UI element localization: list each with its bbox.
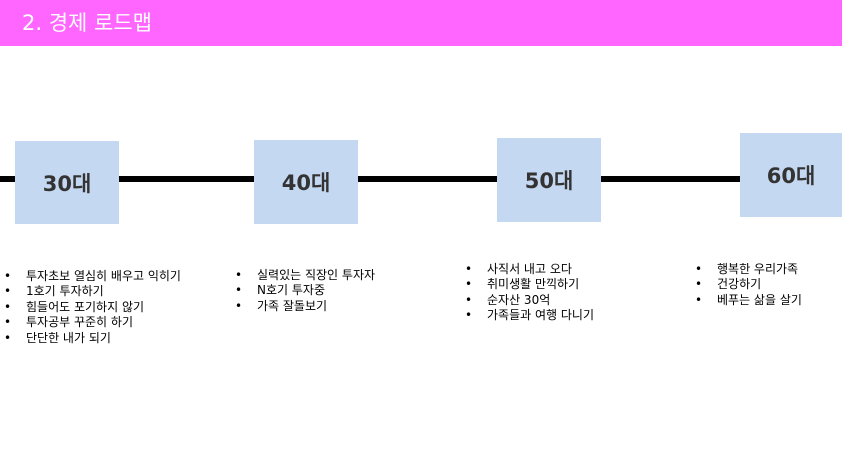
stage-50s-list: 사직서 내고 오다 취미생활 만끽하기 순자산 30억 가족들과 여행 다니기 xyxy=(465,262,594,324)
list-item: 힘들어도 포기하지 않기 xyxy=(4,300,181,316)
list-item: 투자초보 열심히 배우고 익히기 xyxy=(4,269,181,285)
stage-40s-list: 실력있는 직장인 투자자 N호기 투자중 가족 잘돌보기 xyxy=(235,268,375,315)
stage-box-60s: 60대 xyxy=(740,133,842,217)
stage-60s-list: 행복한 우리가족 건강하기 베푸는 삶을 살기 xyxy=(695,262,802,309)
stage-box-40s: 40대 xyxy=(254,140,358,224)
list-item: 1호기 투자하기 xyxy=(4,284,181,300)
stage-30s-list: 투자초보 열심히 배우고 익히기 1호기 투자하기 힘들어도 포기하지 않기 투… xyxy=(4,269,181,346)
list-item: 행복한 우리가족 xyxy=(695,262,802,278)
list-item: 가족들과 여행 다니기 xyxy=(465,308,594,324)
list-item: 취미생활 만끽하기 xyxy=(465,277,594,293)
list-item: 건강하기 xyxy=(695,277,802,293)
list-item: 실력있는 직장인 투자자 xyxy=(235,268,375,284)
stage-box-50s: 50대 xyxy=(497,138,601,222)
slide-title: 2. 경제 로드맵 xyxy=(22,11,152,35)
timeline-line xyxy=(0,176,842,182)
list-item: 사직서 내고 오다 xyxy=(465,262,594,278)
list-item: N호기 투자중 xyxy=(235,283,375,299)
list-item: 베푸는 삶을 살기 xyxy=(695,293,802,309)
list-item: 가족 잘돌보기 xyxy=(235,299,375,315)
stage-box-30s: 30대 xyxy=(15,141,119,224)
list-item: 순자산 30억 xyxy=(465,293,594,309)
list-item: 투자공부 꾸준히 하기 xyxy=(4,315,181,331)
title-bar: 2. 경제 로드맵 xyxy=(0,0,842,46)
list-item: 단단한 내가 되기 xyxy=(4,331,181,347)
